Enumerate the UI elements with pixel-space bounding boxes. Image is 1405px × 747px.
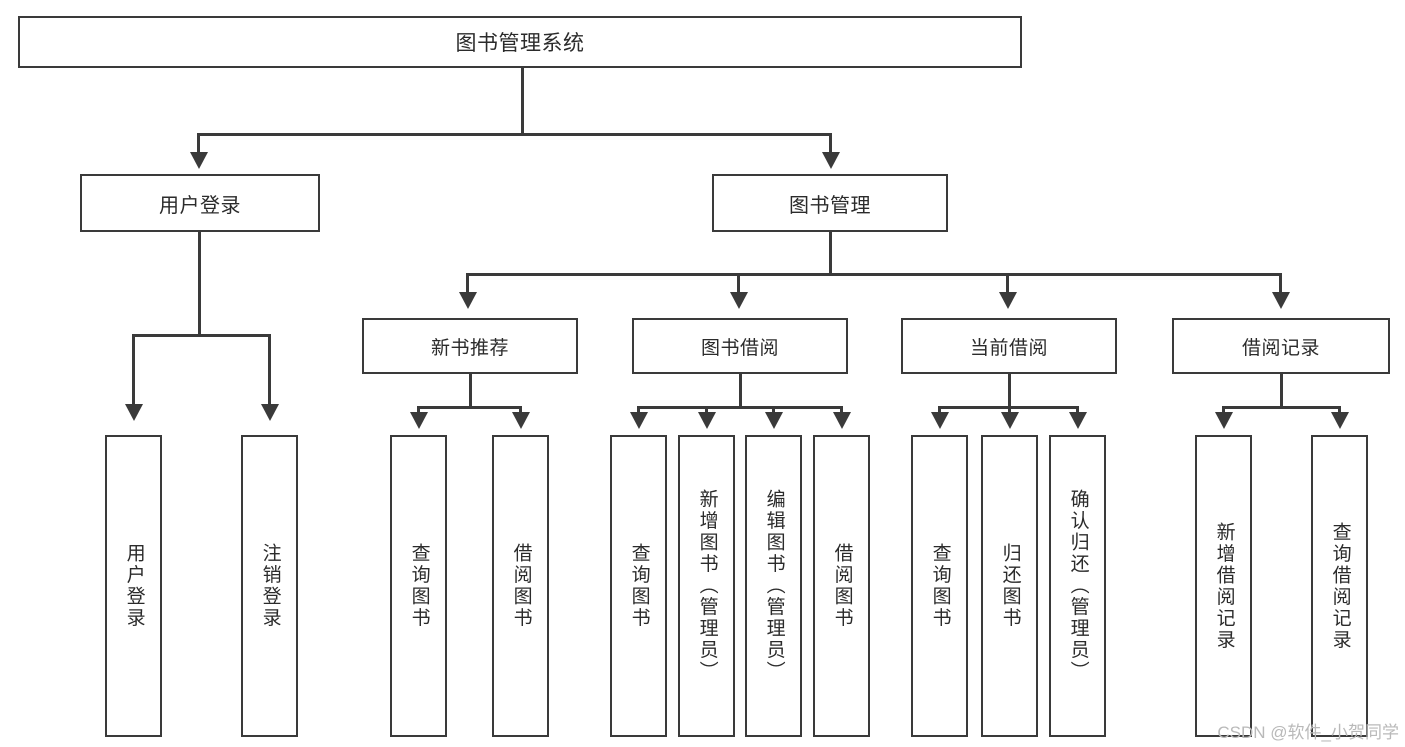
- arrow-book-manage-to-record: [1272, 292, 1290, 309]
- connector-book-borrow-leg-1: [637, 406, 640, 414]
- connector-user-login-leg-2: [268, 334, 271, 406]
- arrow-current-borrow-leaf-3: [1069, 412, 1087, 429]
- connector-root-to-user-login: [197, 133, 200, 155]
- node-book-borrow[interactable]: 图书借阅: [632, 318, 848, 374]
- connector-root-stem: [521, 68, 524, 135]
- connector-new-book-stem: [469, 374, 472, 408]
- leaf-borrow-record-query[interactable]: 查询借阅记录: [1311, 435, 1368, 737]
- leaf-user-login-logout-label: 注销登录: [259, 543, 281, 629]
- leaf-borrow-record-add[interactable]: 新增借阅记录: [1195, 435, 1252, 737]
- connector-book-manage-stem: [829, 232, 832, 276]
- node-user-login-label: 用户登录: [159, 194, 241, 217]
- arrow-book-borrow-leaf-2: [698, 412, 716, 429]
- connector-root-to-book-manage: [829, 133, 832, 155]
- leaf-book-borrow-query[interactable]: 查询图书: [610, 435, 667, 737]
- leaf-book-borrow-add[interactable]: 新增图书（管理员）: [678, 435, 735, 737]
- leaf-current-borrow-return[interactable]: 归还图书: [981, 435, 1038, 737]
- connector-book-borrow-leg-4: [840, 406, 843, 414]
- leaf-current-borrow-return-label: 归还图书: [999, 543, 1021, 629]
- arrow-user-login-leaf-2: [261, 404, 279, 421]
- connector-user-login-bus: [132, 334, 270, 337]
- connector-book-manage-bus: [466, 273, 1282, 276]
- arrow-borrow-record-leaf-2: [1331, 412, 1349, 429]
- leaf-new-book-query[interactable]: 查询图书: [390, 435, 447, 737]
- node-borrow-record[interactable]: 借阅记录: [1172, 318, 1390, 374]
- connector-current-borrow-leg-1: [938, 406, 941, 414]
- leaf-book-borrow-edit-label: 编辑图书（管理员）: [763, 489, 785, 683]
- connector-current-borrow-leg-3: [1076, 406, 1079, 414]
- node-current-borrow-label: 当前借阅: [969, 337, 1048, 359]
- arrow-current-borrow-leaf-2: [1001, 412, 1019, 429]
- arrow-root-to-book-manage: [822, 152, 840, 169]
- connector-book-borrow-leg-3: [772, 406, 775, 414]
- leaf-user-login-login[interactable]: 用户登录: [105, 435, 162, 737]
- leaf-new-book-query-label: 查询图书: [408, 543, 430, 629]
- arrow-new-book-leaf-1: [410, 412, 428, 429]
- connector-book-manage-leg-1: [466, 273, 469, 295]
- connector-book-manage-leg-3: [1006, 273, 1009, 295]
- connector-borrow-record-bus: [1222, 406, 1341, 409]
- node-borrow-record-label: 借阅记录: [1241, 337, 1320, 359]
- connector-current-borrow-leg-2: [1008, 406, 1011, 414]
- leaf-borrow-record-add-label: 新增借阅记录: [1213, 521, 1235, 651]
- leaf-user-login-login-label: 用户登录: [123, 543, 145, 629]
- arrow-borrow-record-leaf-1: [1215, 412, 1233, 429]
- connector-book-manage-leg-2: [737, 273, 740, 295]
- leaf-current-borrow-confirm-label: 确认归还（管理员）: [1067, 489, 1089, 683]
- connector-borrow-record-leg-2: [1338, 406, 1341, 414]
- node-current-borrow[interactable]: 当前借阅: [901, 318, 1117, 374]
- arrow-root-to-user-login: [190, 152, 208, 169]
- connector-new-book-leg-1: [417, 406, 420, 414]
- node-root-system-label: 图书管理系统: [455, 32, 585, 55]
- node-new-book-recommend[interactable]: 新书推荐: [362, 318, 578, 374]
- arrow-book-borrow-leaf-4: [833, 412, 851, 429]
- leaf-borrow-record-query-label: 查询借阅记录: [1329, 521, 1351, 651]
- leaf-book-borrow-query-label: 查询图书: [628, 543, 650, 629]
- arrow-book-manage-to-new-book: [459, 292, 477, 309]
- arrow-book-manage-to-borrow: [730, 292, 748, 309]
- node-new-book-recommend-label: 新书推荐: [430, 337, 509, 359]
- leaf-book-borrow-edit[interactable]: 编辑图书（管理员）: [745, 435, 802, 737]
- connector-borrow-record-leg-1: [1222, 406, 1225, 414]
- node-user-login[interactable]: 用户登录: [80, 174, 320, 232]
- leaf-book-borrow-borrow[interactable]: 借阅图书: [813, 435, 870, 737]
- leaf-current-borrow-query[interactable]: 查询图书: [911, 435, 968, 737]
- node-book-borrow-label: 图书借阅: [700, 337, 779, 359]
- leaf-new-book-borrow[interactable]: 借阅图书: [492, 435, 549, 737]
- connector-book-borrow-leg-2: [705, 406, 708, 414]
- arrow-book-borrow-leaf-3: [765, 412, 783, 429]
- leaf-current-borrow-query-label: 查询图书: [929, 543, 951, 629]
- connector-new-book-leg-2: [519, 406, 522, 414]
- node-book-manage-label: 图书管理: [789, 194, 871, 217]
- leaf-book-borrow-borrow-label: 借阅图书: [831, 543, 853, 629]
- leaf-new-book-borrow-label: 借阅图书: [510, 543, 532, 629]
- node-book-manage[interactable]: 图书管理: [712, 174, 948, 232]
- connector-book-borrow-stem: [739, 374, 742, 408]
- connector-book-borrow-bus: [637, 406, 842, 409]
- connector-user-login-leg-1: [132, 334, 135, 406]
- connector-user-login-stem: [198, 232, 201, 336]
- arrow-current-borrow-leaf-1: [931, 412, 949, 429]
- connector-borrow-record-stem: [1280, 374, 1283, 408]
- leaf-current-borrow-confirm[interactable]: 确认归还（管理员）: [1049, 435, 1106, 737]
- arrow-book-borrow-leaf-1: [630, 412, 648, 429]
- arrow-book-manage-to-current: [999, 292, 1017, 309]
- connector-root-bus: [197, 133, 831, 136]
- connector-book-manage-leg-4: [1279, 273, 1282, 295]
- arrow-new-book-leaf-2: [512, 412, 530, 429]
- connector-new-book-bus: [417, 406, 522, 409]
- leaf-user-login-logout[interactable]: 注销登录: [241, 435, 298, 737]
- connector-current-borrow-stem: [1008, 374, 1011, 408]
- arrow-user-login-leaf-1: [125, 404, 143, 421]
- node-root-system[interactable]: 图书管理系统: [18, 16, 1022, 68]
- leaf-book-borrow-add-label: 新增图书（管理员）: [696, 489, 718, 683]
